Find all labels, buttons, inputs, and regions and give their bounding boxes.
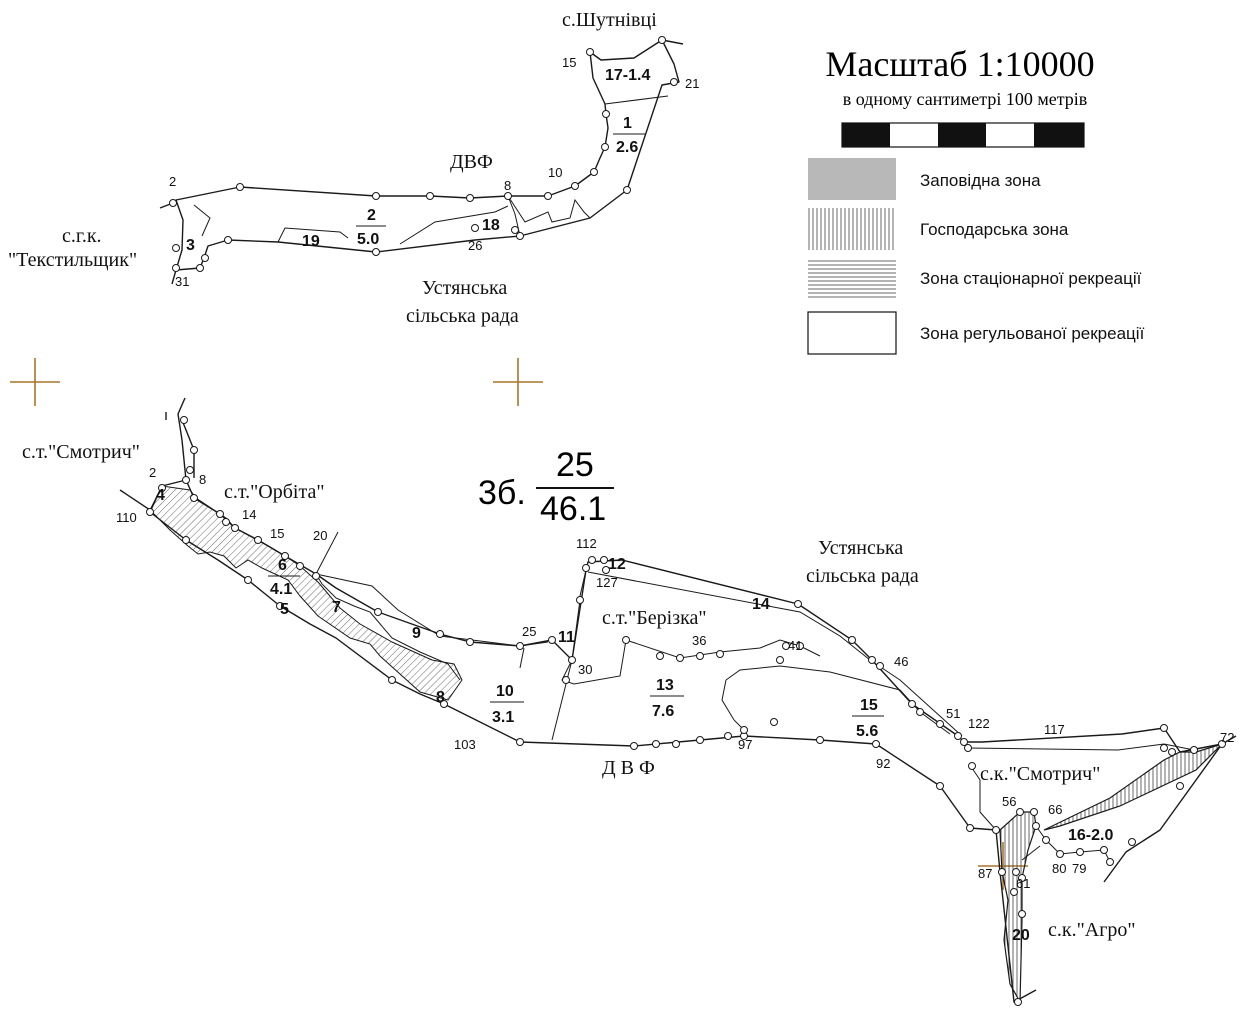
legend: Заповідна зона Господарська зона Зона ст… xyxy=(807,158,1145,355)
summary-denominator: 46.1 xyxy=(540,490,606,528)
point-25: 25 xyxy=(522,624,536,639)
point-97: 97 xyxy=(738,737,752,752)
point-66: 66 xyxy=(1048,802,1062,817)
point-72: 72 xyxy=(1220,730,1234,745)
scale-subtitle: в одному сантиметрі 100 метрів xyxy=(843,89,1088,109)
point-112: 112 xyxy=(576,536,597,551)
place-ustia-bottom-line2: сільська рада xyxy=(806,565,919,587)
zone-economic-east xyxy=(1043,743,1223,831)
section-6-num: 6 xyxy=(278,557,287,574)
bottom-parcel xyxy=(119,397,1237,1006)
point-30: 30 xyxy=(578,662,592,677)
place-dvf-bottom: Д В Ф xyxy=(602,757,655,779)
section-13-den: 7.6 xyxy=(652,703,674,720)
section-11: 11 xyxy=(558,629,575,646)
point-20: 20 xyxy=(313,528,327,543)
section-15-den: 5.6 xyxy=(856,723,878,740)
top-parcel-points xyxy=(169,36,678,272)
section-10-den: 3.1 xyxy=(492,709,514,726)
point-51: 51 xyxy=(946,706,960,721)
legend-swatch-regulated xyxy=(807,311,897,355)
point-8-bottom: 8 xyxy=(199,472,206,487)
point-14: 14 xyxy=(242,507,256,522)
scale-bar xyxy=(841,122,1085,148)
section-14: 14 xyxy=(752,596,770,613)
place-agro: с.к."Агро" xyxy=(1048,919,1136,941)
point-110: 110 xyxy=(116,510,137,525)
place-smotrych-sk: с.к."Смотрич" xyxy=(980,763,1100,785)
point-92: 92 xyxy=(876,756,890,771)
place-orbita: с.т."Орбіта" xyxy=(224,481,324,503)
section-16: 16-2.0 xyxy=(1068,827,1113,844)
point-2-top: 2 xyxy=(169,174,176,189)
section-19: 19 xyxy=(302,233,320,250)
point-2-bottom: 2 xyxy=(149,465,156,480)
point-36: 36 xyxy=(692,633,706,648)
point-127: 127 xyxy=(596,575,618,590)
legend-swatch-stationary xyxy=(808,258,896,300)
place-dvf-top: ДВФ xyxy=(450,151,493,173)
legend-label-economic: Господарська зона xyxy=(920,220,1069,239)
place-ustia-top-line1: Устянська xyxy=(422,277,507,299)
section-10-num: 10 xyxy=(496,683,514,700)
place-smotrych-st: с.т."Смотрич" xyxy=(22,441,140,463)
section-12: 12 xyxy=(608,556,626,573)
point-31: 31 xyxy=(175,274,189,289)
point-117: 117 xyxy=(1044,722,1065,737)
section-13-num: 13 xyxy=(656,677,674,694)
section-18: 18 xyxy=(482,217,500,234)
section-7: 7 xyxy=(332,599,341,616)
point-79: 79 xyxy=(1072,861,1086,876)
point-15-top: 15 xyxy=(562,55,576,70)
zone-stationary-strip xyxy=(149,485,463,701)
legend-swatch-economic xyxy=(808,208,896,250)
point-56: 56 xyxy=(1002,794,1016,809)
point-21: 21 xyxy=(685,76,699,91)
summary-prefix: 3б. xyxy=(478,474,526,512)
point-8-top: 8 xyxy=(504,178,511,193)
zone-economic-south xyxy=(999,811,1037,1005)
section-20: 20 xyxy=(1012,927,1030,944)
section-1-den: 2.6 xyxy=(616,139,638,156)
section-9: 9 xyxy=(412,625,421,642)
point-122: 122 xyxy=(968,716,990,731)
place-berizka: с.т."Берізка" xyxy=(602,607,707,629)
grid-crosshairs xyxy=(10,358,1028,890)
point-87: 87 xyxy=(978,866,992,881)
summary-numerator: 25 xyxy=(556,446,594,484)
place-ustia-top-line2: сільська рада xyxy=(406,305,519,327)
total-summary: 3б. 25 46.1 xyxy=(478,446,614,528)
legend-label-regulated: Зона регульованої рекреації xyxy=(920,324,1145,343)
section-8: 8 xyxy=(436,689,445,706)
section-6-den: 4.1 xyxy=(270,581,292,598)
legend-label-reserve: Заповідна зона xyxy=(920,171,1041,190)
place-ustia-bottom-line1: Устянська xyxy=(818,537,903,559)
top-parcel xyxy=(159,36,684,285)
point-26: 26 xyxy=(468,238,482,253)
place-shutnivtsi: с.Шутнівці xyxy=(562,9,657,31)
point-41: 41 xyxy=(788,638,802,653)
section-15-num: 15 xyxy=(860,697,878,714)
place-tekstylshchyk-line1: с.г.к. xyxy=(62,225,102,247)
section-3: 3 xyxy=(186,237,195,254)
point-46: 46 xyxy=(894,654,908,669)
section-2-den: 5.0 xyxy=(357,231,379,248)
point-80: 80 xyxy=(1052,861,1066,876)
point-10-top: 10 xyxy=(548,165,562,180)
section-2-num: 2 xyxy=(367,207,376,224)
scale-title: Масштаб 1:10000 xyxy=(825,44,1094,84)
legend-label-stationary: Зона стаціонарної рекреації xyxy=(920,269,1142,288)
bottom-parcel-points xyxy=(146,416,1226,1006)
legend-swatch-reserve xyxy=(808,158,896,200)
point-61: 61 xyxy=(1016,876,1030,891)
scale-block: Масштаб 1:10000 в одному сантиметрі 100 … xyxy=(825,44,1095,148)
section-17: 17-1.4 xyxy=(605,67,650,84)
place-tekstylshchyk-line2: "Текстильщик" xyxy=(8,249,137,271)
point-15-bottom: 15 xyxy=(270,526,284,541)
section-1-num: 1 xyxy=(623,115,632,132)
point-103: 103 xyxy=(454,737,476,752)
section-5: 5 xyxy=(280,601,289,618)
section-4: 4 xyxy=(156,487,165,504)
